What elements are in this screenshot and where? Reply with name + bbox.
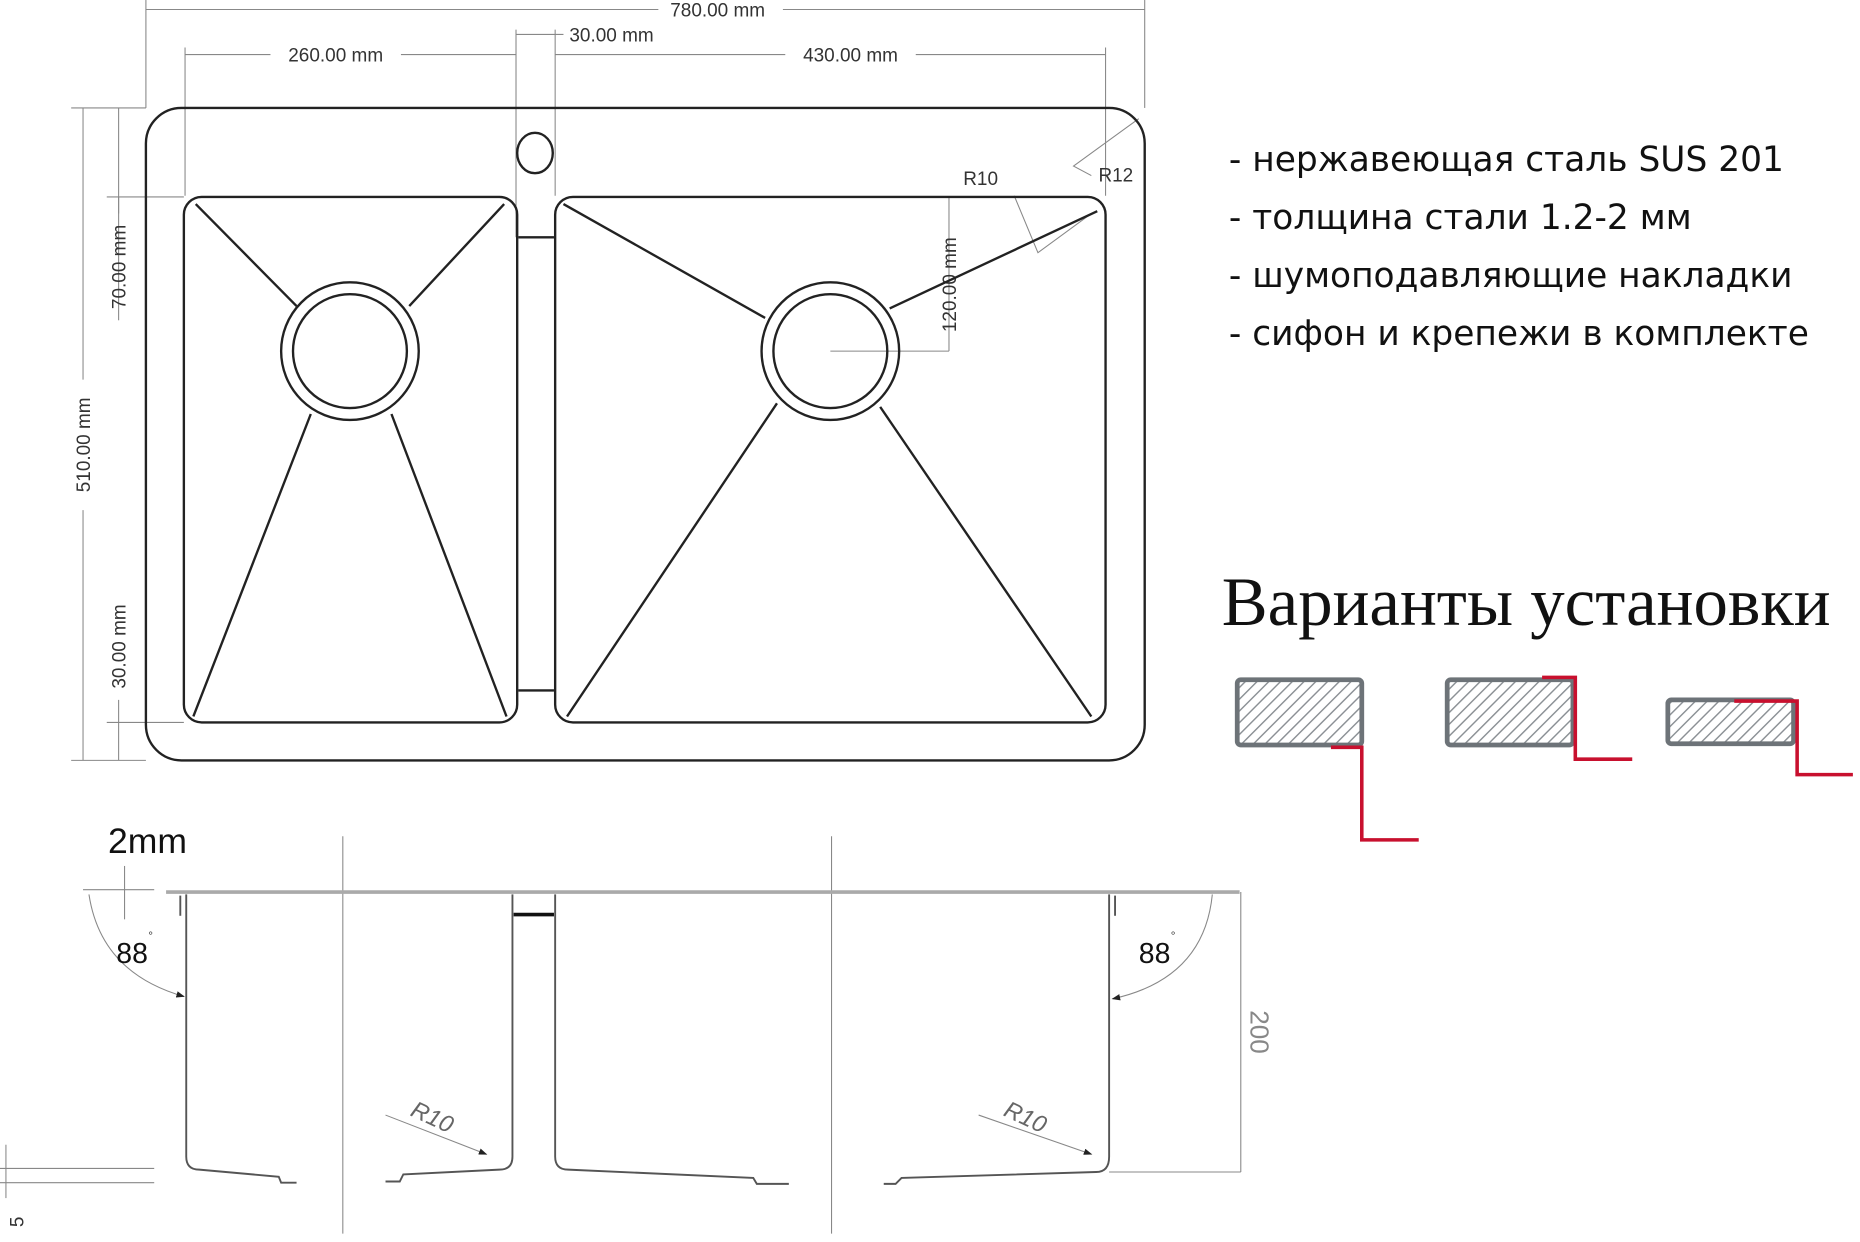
top-view: 780.00 mm 260.00 mm 30.00 mm 430.00 mm 5… <box>71 0 1146 762</box>
angle-left-label: 88 <box>116 938 148 970</box>
spec-item: - сифон и крепежи в комплекте <box>1229 314 1809 354</box>
dim-total-width: 780.00 mm <box>670 1 765 22</box>
install-option-overmount <box>1444 675 1633 761</box>
radius-right-label: R10 <box>1000 1097 1050 1139</box>
right-drain <box>760 281 901 422</box>
dim-top-margin: 70.00 mm <box>110 225 131 309</box>
installation-options: Варианты установки <box>1222 564 1853 842</box>
install-option-flush <box>1665 697 1853 777</box>
spec-list: - нержавеющая сталь SUS 201 - толщина ст… <box>1229 140 1809 354</box>
radius-r12-label: R12 <box>1098 166 1133 187</box>
foot-height-label: 5 <box>8 1217 29 1228</box>
degree-mark: ° <box>148 929 153 943</box>
faucet-hole <box>516 131 554 175</box>
spec-item: - шумоподавляющие накладки <box>1229 256 1793 296</box>
dim-drain-offset: 120.00 mm <box>940 237 961 332</box>
install-option-undermount <box>1234 677 1419 842</box>
right-bowl <box>553 195 1107 724</box>
dim-bottom-margin: 30.00 mm <box>110 604 131 688</box>
left-drain <box>279 281 420 422</box>
side-view: 2mm 88 ° 88 ° 200 R10 R10 5 <box>0 821 1274 1234</box>
dim-divider: 30.00 mm <box>569 26 653 47</box>
depth-label: 200 <box>1244 1010 1274 1054</box>
dim-left-bowl: 260.00 mm <box>288 46 383 67</box>
dim-total-depth: 510.00 mm <box>74 397 95 492</box>
thickness-label: 2mm <box>108 821 187 861</box>
spec-item: - нержавеющая сталь SUS 201 <box>1229 140 1784 180</box>
dim-right-bowl: 430.00 mm <box>803 46 898 67</box>
installation-title: Варианты установки <box>1222 564 1831 640</box>
angle-right-label: 88 <box>1139 938 1171 970</box>
extension-lines <box>71 0 1146 761</box>
left-bowl <box>182 195 519 724</box>
degree-mark: ° <box>1171 929 1176 943</box>
radius-r10-label: R10 <box>963 169 998 190</box>
spec-item: - толщина стали 1.2-2 мм <box>1229 198 1692 238</box>
sink-outline <box>144 106 1146 762</box>
